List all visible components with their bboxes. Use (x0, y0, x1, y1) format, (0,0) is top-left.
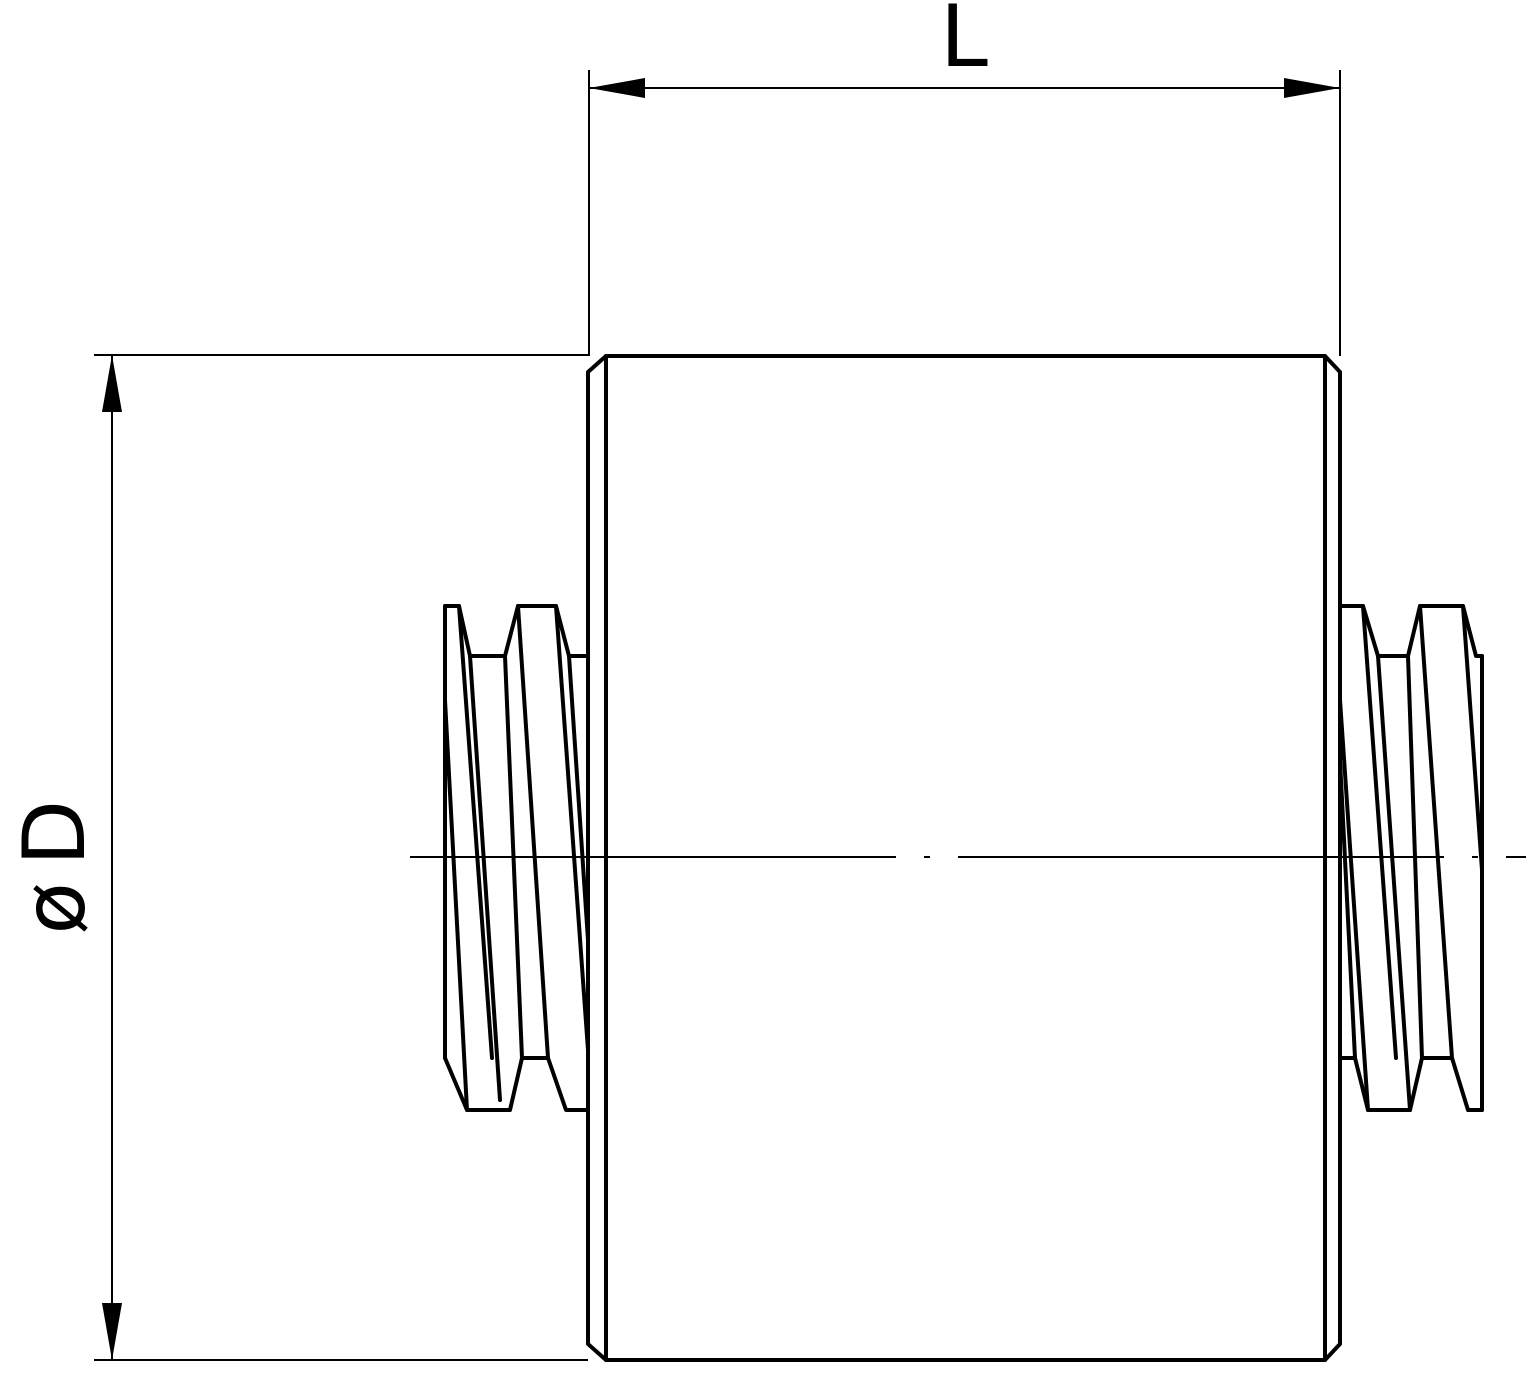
left-flank-f (567, 654, 590, 942)
left-flank-a (457, 604, 494, 1060)
left-flank-g (443, 698, 469, 1112)
left-flank-d (516, 604, 550, 1060)
dimension-diameter: ø D (5, 354, 588, 1361)
right-flank-a (1361, 604, 1398, 1060)
right-thread-root-1 (1338, 1056, 1484, 1112)
length-arrow-right (1284, 78, 1340, 98)
dimension-length: L (588, 0, 1341, 356)
right-thread (1338, 604, 1484, 1112)
diameter-label: D (5, 800, 105, 866)
right-flank-f (1338, 698, 1370, 1112)
right-flank-e (1461, 604, 1484, 872)
length-label: L (940, 0, 988, 87)
right-flank-c (1406, 654, 1424, 1060)
diameter-arrow-bottom (102, 1303, 122, 1360)
left-flank-b (468, 654, 502, 1102)
left-thread (443, 604, 590, 1112)
right-thread-crest-1 (1338, 604, 1484, 658)
diameter-arrow-top (102, 355, 122, 412)
right-flank-g (1338, 758, 1357, 1060)
length-arrow-left (589, 78, 645, 98)
left-flank-e (554, 604, 590, 1052)
right-flank-d (1418, 604, 1454, 1060)
right-flank-b (1376, 654, 1412, 1112)
left-flank-c (503, 654, 524, 1060)
cylinder-body (586, 354, 1342, 1362)
diameter-symbol: ø (5, 882, 105, 935)
